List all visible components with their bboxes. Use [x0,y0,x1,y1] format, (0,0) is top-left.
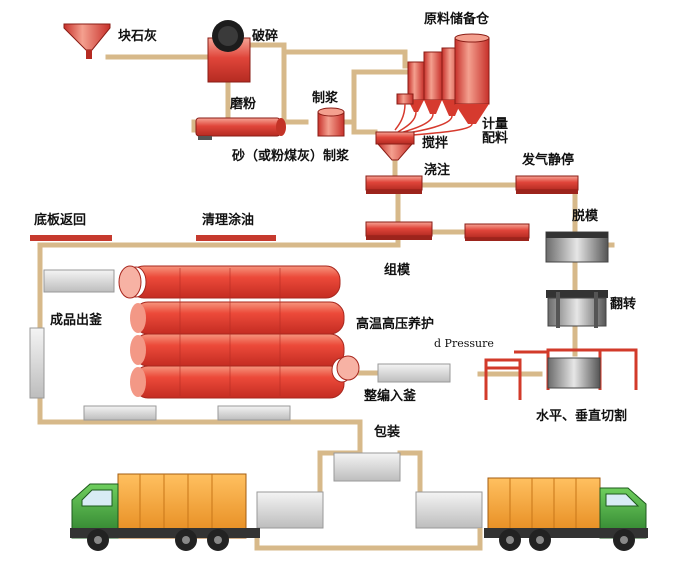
truck-right [484,477,648,551]
label-packing: 包装 [374,425,401,440]
product-blocks [29,269,483,551]
label-base-return: 底板返回 [34,213,87,228]
label-quicklime: 块石灰 [118,29,158,44]
label-crushing: 破碎 [252,29,279,44]
label-oiling: 清理涂油 [202,213,255,228]
label-finished-out: 成品出釜 [50,313,103,328]
label-metering: 计量 配料 [482,118,508,145]
lime-hopper [63,23,111,59]
label-cutting: 水平、垂直切割 [536,409,628,424]
label-slurry: 制浆 [312,91,339,106]
slurry-tank [317,107,345,137]
ball-mill [195,117,286,140]
label-autoclave: 高温高压养护 [356,317,435,332]
oiling-bar [196,235,276,241]
label-metering-1: 计量 [482,117,509,132]
crusher [207,20,251,83]
label-foaming: 发气静停 [522,153,575,168]
mixer [375,131,415,161]
foaming-mould [515,175,579,194]
cutting-block [547,357,601,389]
base-plate-bar [30,235,112,241]
label-mixing: 搅拌 [422,136,449,151]
autoclaves [118,265,360,399]
demolding-block [545,231,609,263]
label-flipping: 翻转 [610,297,637,312]
label-pressure: d Pressure [434,337,494,350]
label-storage: 原料储备仓 [424,12,490,27]
middle-moulds [365,221,530,241]
label-demolding: 脱模 [572,209,599,224]
label-loading: 整编入釜 [364,389,417,404]
label-sand-slurry: 砂（或粉煤灰）制浆 [232,149,350,164]
label-metering-2: 配料 [482,130,509,146]
storage-silos [396,33,490,124]
truck-left [70,473,260,551]
label-grinding: 磨粉 [230,97,257,112]
pouring-mould [365,175,423,194]
flipping-block [546,290,608,328]
label-assembly: 组模 [384,263,411,278]
label-pouring: 浇注 [424,163,451,178]
